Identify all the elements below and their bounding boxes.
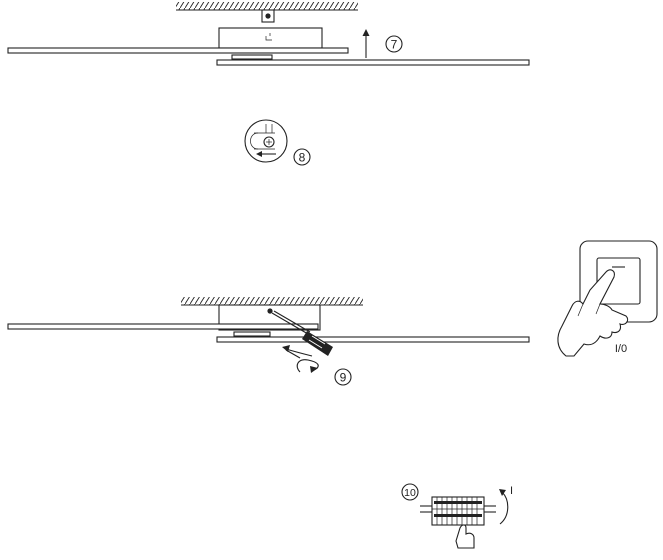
- switch-label: I/0: [615, 343, 627, 355]
- terminal-block-icon: [420, 496, 496, 526]
- ceiling-box-top: [218, 27, 323, 49]
- step-7-badge: 7: [385, 35, 403, 53]
- step-10-label: 10: [404, 487, 416, 499]
- screwdriver-icon: [267, 308, 333, 356]
- mounting-bracket-top: [261, 9, 275, 23]
- rotate-arrow-icon: [282, 345, 319, 373]
- step-9-figure: 9: [7, 297, 530, 386]
- light-panel-left-top: [7, 47, 349, 54]
- light-panel-right-top: [216, 54, 530, 66]
- left-arrow-icon: [256, 151, 276, 157]
- step-10-figure: 10 I: [401, 483, 513, 549]
- light-panel-right-mid: [216, 331, 530, 343]
- slot-detail-circle: [244, 119, 288, 163]
- up-arrow-icon: [362, 29, 370, 58]
- wall-switch-figure: I/0: [557, 240, 658, 357]
- terminal-mark: I: [510, 485, 513, 497]
- light-panel-left-mid: [7, 323, 319, 330]
- switch-rocker: [596, 257, 641, 305]
- step-8-label: 8: [299, 151, 306, 165]
- hand-press-icon: [557, 269, 629, 357]
- step-9-label: 9: [340, 371, 347, 385]
- step-7-label: 7: [391, 38, 398, 52]
- step-7-figure: 7: [7, 2, 530, 66]
- ceiling-hatch-top: [176, 2, 358, 11]
- ceiling-hatch-mid: [181, 297, 363, 306]
- pointing-hand-icon: [455, 524, 475, 549]
- curved-arrow-icon: [499, 489, 509, 525]
- step-8-figure: 8: [244, 119, 311, 166]
- step-8-badge: 8: [293, 148, 311, 166]
- phillips-screw-icon: [263, 136, 275, 148]
- step-10-badge: 10: [401, 483, 419, 501]
- step-9-badge: 9: [334, 368, 352, 386]
